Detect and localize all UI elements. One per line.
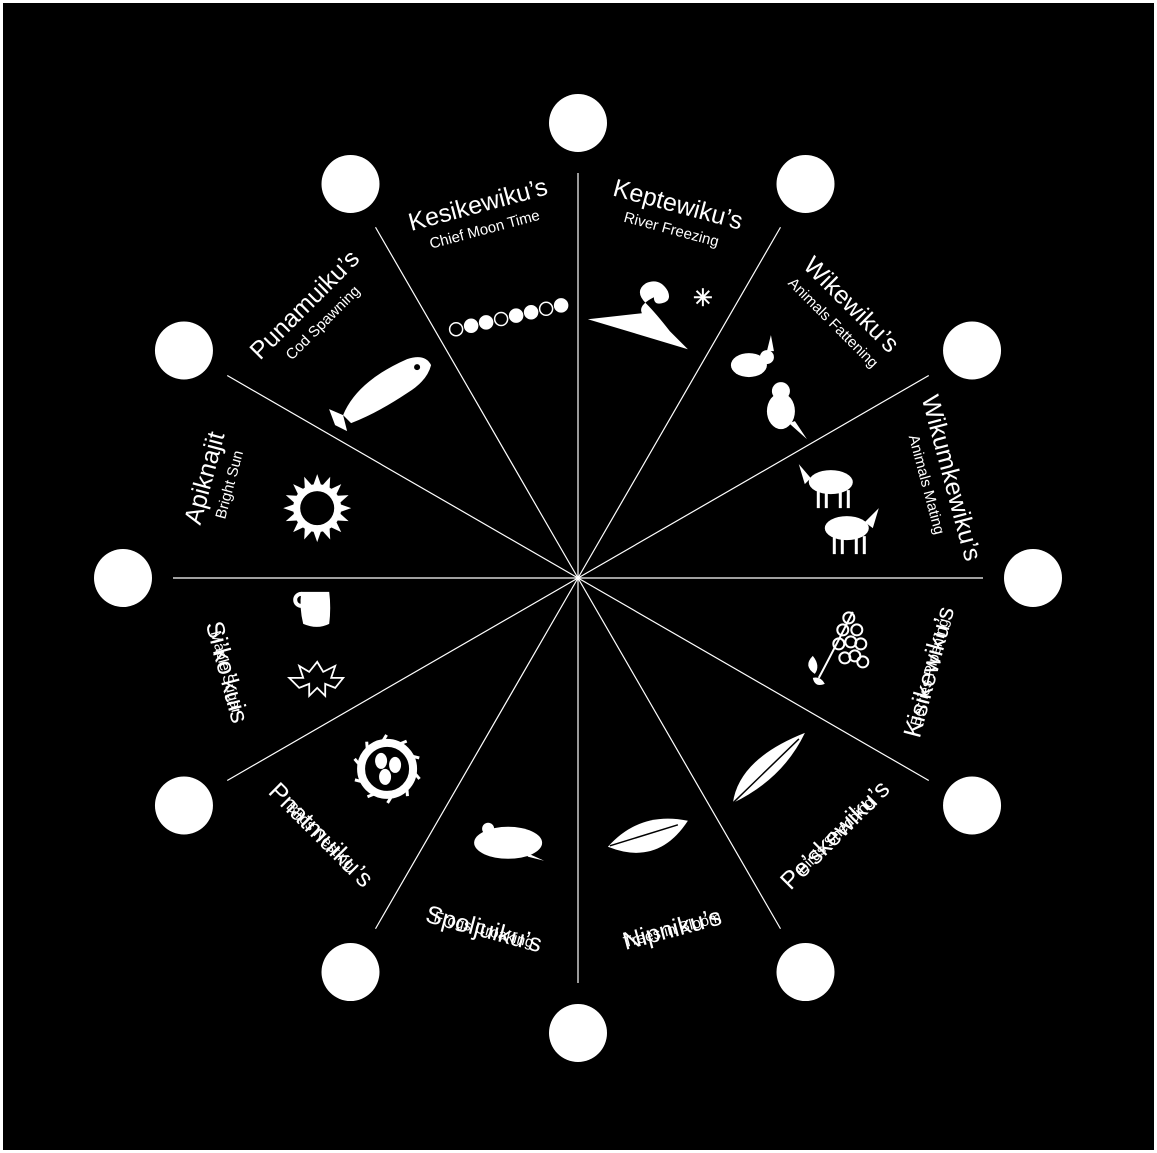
full-moon-icon [94, 549, 152, 607]
full-moon-icon [943, 322, 1001, 380]
full-moon-icon [549, 94, 607, 152]
full-moon-icon [155, 777, 213, 835]
full-moon-icon [322, 943, 380, 1001]
full-moon-icon [549, 1004, 607, 1062]
full-moon-icon [777, 155, 835, 213]
full-moon-icon [1004, 549, 1062, 607]
full-moon-icon [777, 943, 835, 1001]
sun-icon [283, 474, 351, 542]
full-moon-icon [322, 155, 380, 213]
full-moon-icon [155, 322, 213, 380]
full-moon-icon [943, 777, 1001, 835]
